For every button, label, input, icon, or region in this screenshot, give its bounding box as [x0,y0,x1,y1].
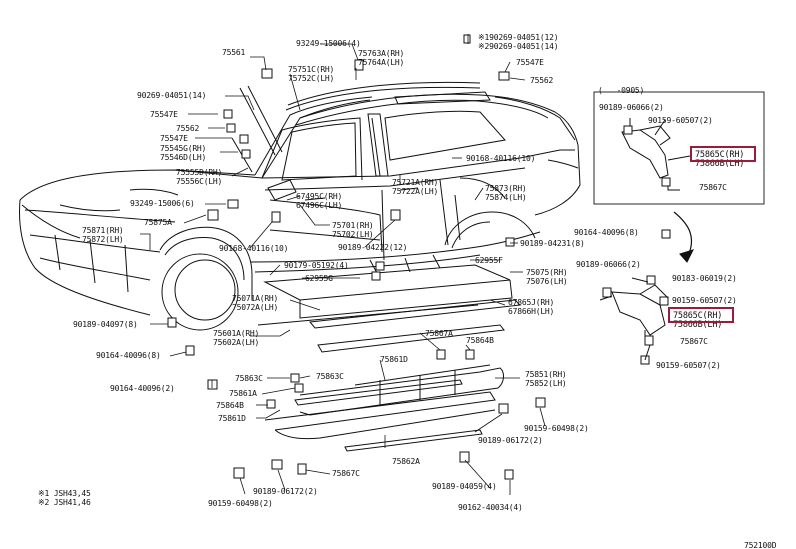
part-label: 90189-06066(2) [599,103,664,112]
part-label: 75547E [516,58,544,67]
part-label: 75601A(RH) 75602A(LH) [213,329,260,347]
part-label: 75851(RH) 75852(LH) [525,370,567,388]
part-label: 75071A(RH) 75072A(LH) [232,294,279,312]
part-label: 75763A(RH) 75764A(LH) [358,49,405,67]
part-label: ( -0905) [598,86,645,95]
part-label: 90189-06066(2) [576,260,641,269]
part-label: 75075(RH) 75076(LH) [526,268,568,286]
rocker-panel-parts [257,254,522,452]
part-label: 75875A [144,218,172,227]
part-label: 75867C [332,469,360,478]
part-label: 75867A [425,329,453,338]
part-label: 75562 [176,124,200,133]
part-label: 93249-15006(6) [130,199,195,208]
part-label: 90183-06019(2) [672,274,737,283]
part-label: 75861D [380,355,408,364]
part-label: 90189-04059(4) [432,482,497,491]
part-label: 90189-04231(8) [520,239,585,248]
highlight-box [690,146,756,162]
part-label: 90269-04051(14) [137,91,207,100]
part-label: 75862A [392,457,420,466]
part-label: 75555D(RH) 75556C(LH) [176,168,223,186]
part-label: ※190269-04051(12) ※290269-04051(14) [478,33,559,51]
part-label: 75547E [160,134,188,143]
highlight-box [668,307,734,323]
part-label: 75865C(RH) 75866B(LH) [695,150,745,169]
part-label: 75867C [680,337,708,346]
part-label: 90159-60507(2) [648,116,713,125]
part-label: 90159-60507(2) [672,296,737,305]
part-label: 75864B [466,336,494,345]
part-label: 67865J(RH) 67866H(LH) [508,298,555,316]
detail-inset [593,91,765,205]
part-label: 90164-40096(8) [96,351,161,360]
part-label: 90164-40096(2) [110,384,175,393]
part-label: 90189-06172(2) [478,436,543,445]
part-label: 75864B [216,401,244,410]
roof-mouldings [231,81,491,173]
part-label: ※1 JSH43,45 ※2 JSH41,46 [38,489,91,507]
part-label: 62955G [305,274,333,283]
car-body-outline [19,93,581,331]
part-label: 75547E [150,110,178,119]
part-label: 90164-40096(8) [574,228,639,237]
part-label: 90179-05192(4) [284,261,349,270]
part-label: 75873(RH) 75874(LH) [485,184,527,202]
part-label: 75861A [229,389,257,398]
part-label: 90189-04222(12) [338,243,408,252]
diagram-id: 752100D [744,541,777,549]
leader-lines [140,34,546,495]
part-label: 75751C(RH) 75752C(LH) [288,65,335,83]
part-label: 90189-04097(8) [73,320,138,329]
part-label: 75861D [218,414,246,423]
part-label: 75865C(RH) 75866B(LH) [673,311,723,330]
part-label: 75562 [530,76,554,85]
part-label: 90168-40116(10) [466,154,536,163]
part-label: 90189-06172(2) [253,487,318,496]
part-label: 75863C [235,374,263,383]
part-label: 67495C(RH) 67496C(LH) [296,192,343,210]
part-label: 90159-60498(2) [524,424,589,433]
part-label: 75863C [316,372,344,381]
inset-arrow [673,211,694,263]
part-label: 75701(RH) 75702(LH) [332,221,374,239]
part-label: 75871(RH) 75872(LH) [82,226,124,244]
part-label: 62955F [475,256,503,265]
part-label: 90159-60498(2) [208,499,273,508]
part-label: 90162-40034(4) [458,503,523,512]
part-label: 75545G(RH) 75546D(LH) [160,144,207,162]
part-label: 93249-15006(4) [296,39,361,48]
part-label: 75561 [222,48,246,57]
part-label: 75721A(RH) 75722A(LH) [392,178,439,196]
fastener-icons [167,34,671,480]
bracket-detail [599,277,669,361]
part-label: 90159-60507(2) [656,361,721,370]
part-label: 75867C [699,183,727,192]
part-label: 90168-40116(10) [219,244,289,253]
